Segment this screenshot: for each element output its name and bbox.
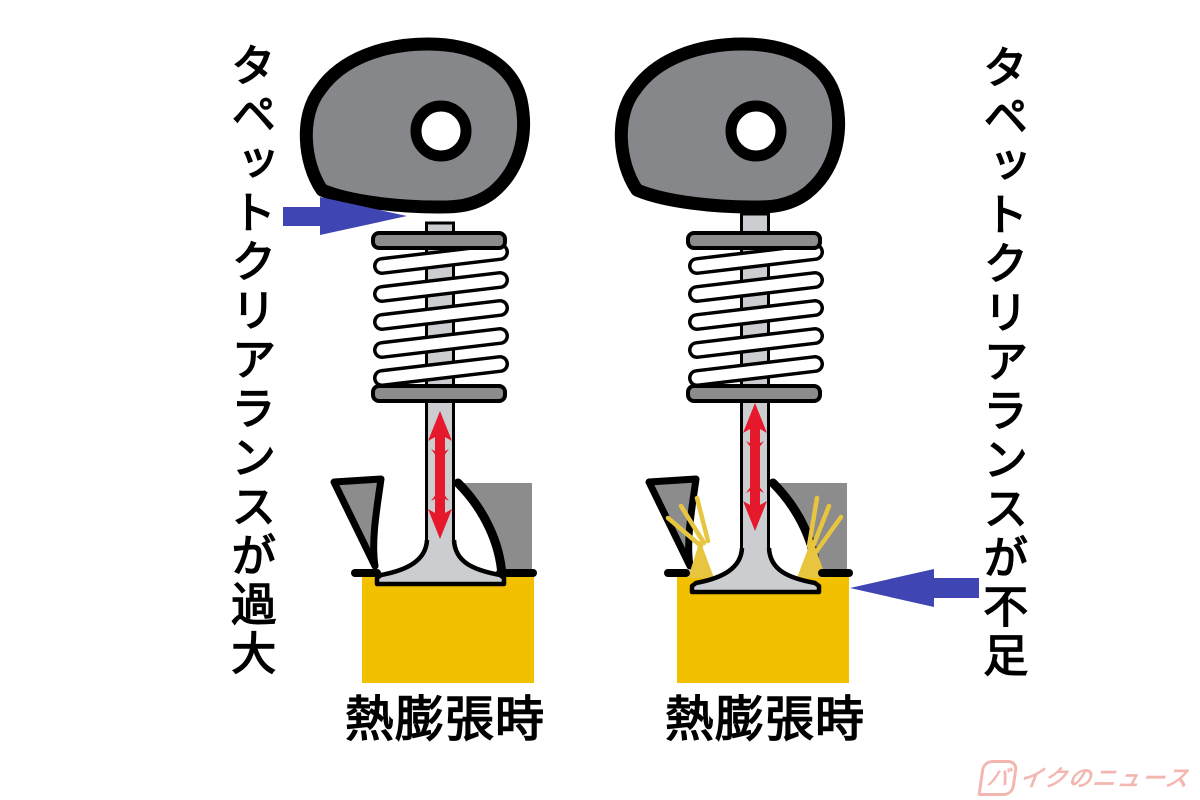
- watermark-boxed-char: バ: [977, 760, 1019, 796]
- watermark-logo: バ イクのニュース: [977, 760, 1193, 796]
- valve-head: [374, 539, 507, 587]
- gas-leak-right: [797, 495, 844, 578]
- caption-thermal-expansion-left: 熱膨張時: [344, 693, 545, 747]
- clearance-gap-arrow: [283, 197, 407, 235]
- diagram-insufficient-clearance: [621, 44, 979, 683]
- thermal-expansion-arrow: [428, 411, 452, 539]
- label-clearance-insufficient: タペットクリアランスが不足: [976, 44, 1028, 681]
- diagram-excessive-clearance: [283, 44, 534, 683]
- label-clearance-excessive: タペットクリアランスが過大: [224, 42, 276, 679]
- valve-head: [689, 547, 822, 595]
- thermal-expansion-arrow: [743, 403, 767, 531]
- seat-leak-arrow: [850, 569, 979, 607]
- valvetrain-left: [306, 44, 534, 683]
- gas-leak-left: [665, 495, 714, 578]
- caption-thermal-expansion-right: 熱膨張時: [664, 693, 865, 747]
- watermark-text: イクのニュース: [1018, 764, 1192, 791]
